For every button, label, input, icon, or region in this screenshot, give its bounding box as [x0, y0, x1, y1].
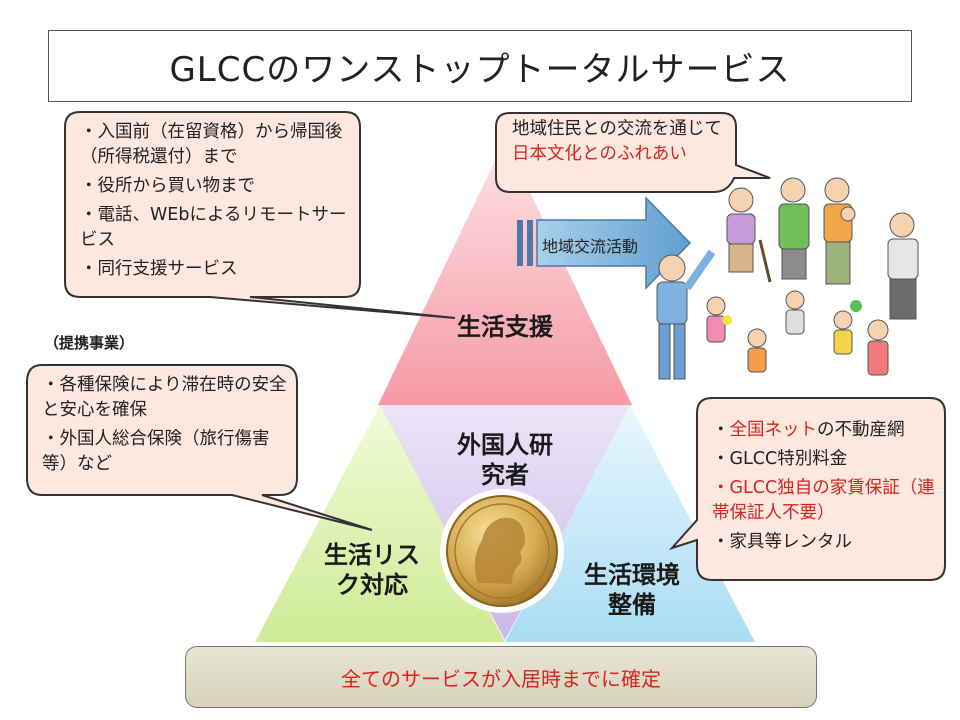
environment-item: ・家具等レンタル [712, 532, 852, 552]
page-title: GLCCのワンストップトータルサービス [48, 30, 912, 102]
triangle-right [505, 405, 755, 642]
life-support-item: ・入国前（在留資格）から帰国後（所得税還付）まで [80, 122, 343, 167]
environment-item: ・GLCC独自の家賃保証（連帯保証人不要） [712, 478, 935, 523]
environment-item1-red: 全国ネット [729, 420, 818, 440]
triangle-center-label: 外国人研究者 [457, 431, 553, 489]
community-text: 地域住民との交流を通じて日本文化とのふれあい [512, 117, 728, 167]
triangle-right-label: 生活環境整備 [584, 561, 680, 619]
bottom-banner: 全てのサービスが入居時までに確定 [185, 646, 817, 708]
bubble-environment [668, 397, 946, 581]
risk-item: ・各種保険により滞在時の安全と安心を確保 [42, 375, 287, 420]
triangle-left [255, 405, 505, 642]
environment-item: ・GLCC特別料金 [712, 449, 848, 469]
medal-icon [440, 489, 564, 613]
triangle-top [378, 140, 632, 405]
risk-text: ・各種保険により滞在時の安全と安心を確保 ・外国人総合保険（旅行傷害等）など [42, 373, 290, 481]
life-support-text: ・入国前（在留資格）から帰国後（所得税還付）まで ・役所から買い物まで ・電話、… [80, 120, 350, 286]
bubble-risk [26, 364, 373, 531]
bubble-life-support [64, 111, 456, 319]
arrow-label: 地域交流活動 [542, 237, 639, 256]
environment-text: ・全国ネットの不動産網 ・GLCC特別料金 ・GLCC独自の家賃保証（連帯保証人… [712, 418, 938, 559]
people-group-icon [656, 177, 919, 380]
triangle-left-label: 生活リスク対応 [324, 541, 420, 599]
life-support-item: ・役所から買い物まで [80, 176, 255, 196]
partnership-label: （提携事業） [44, 334, 135, 352]
environment-item1-rest: の不動産網 [817, 420, 905, 440]
triangle-top-label: 生活支援 [457, 313, 553, 341]
community-text-part1: 地域住民との交流を通じて [512, 119, 722, 139]
life-support-item: ・電話、WEbによるリモートサービス [80, 205, 347, 250]
environment-item: ・全国ネットの不動産網 [712, 420, 905, 440]
bubble-community [495, 112, 771, 193]
community-text-part2: 日本文化とのふれあい [512, 144, 687, 164]
risk-item: ・外国人総合保険（旅行傷害等）など [42, 429, 270, 474]
life-support-item: ・同行支援サービス [80, 259, 238, 279]
